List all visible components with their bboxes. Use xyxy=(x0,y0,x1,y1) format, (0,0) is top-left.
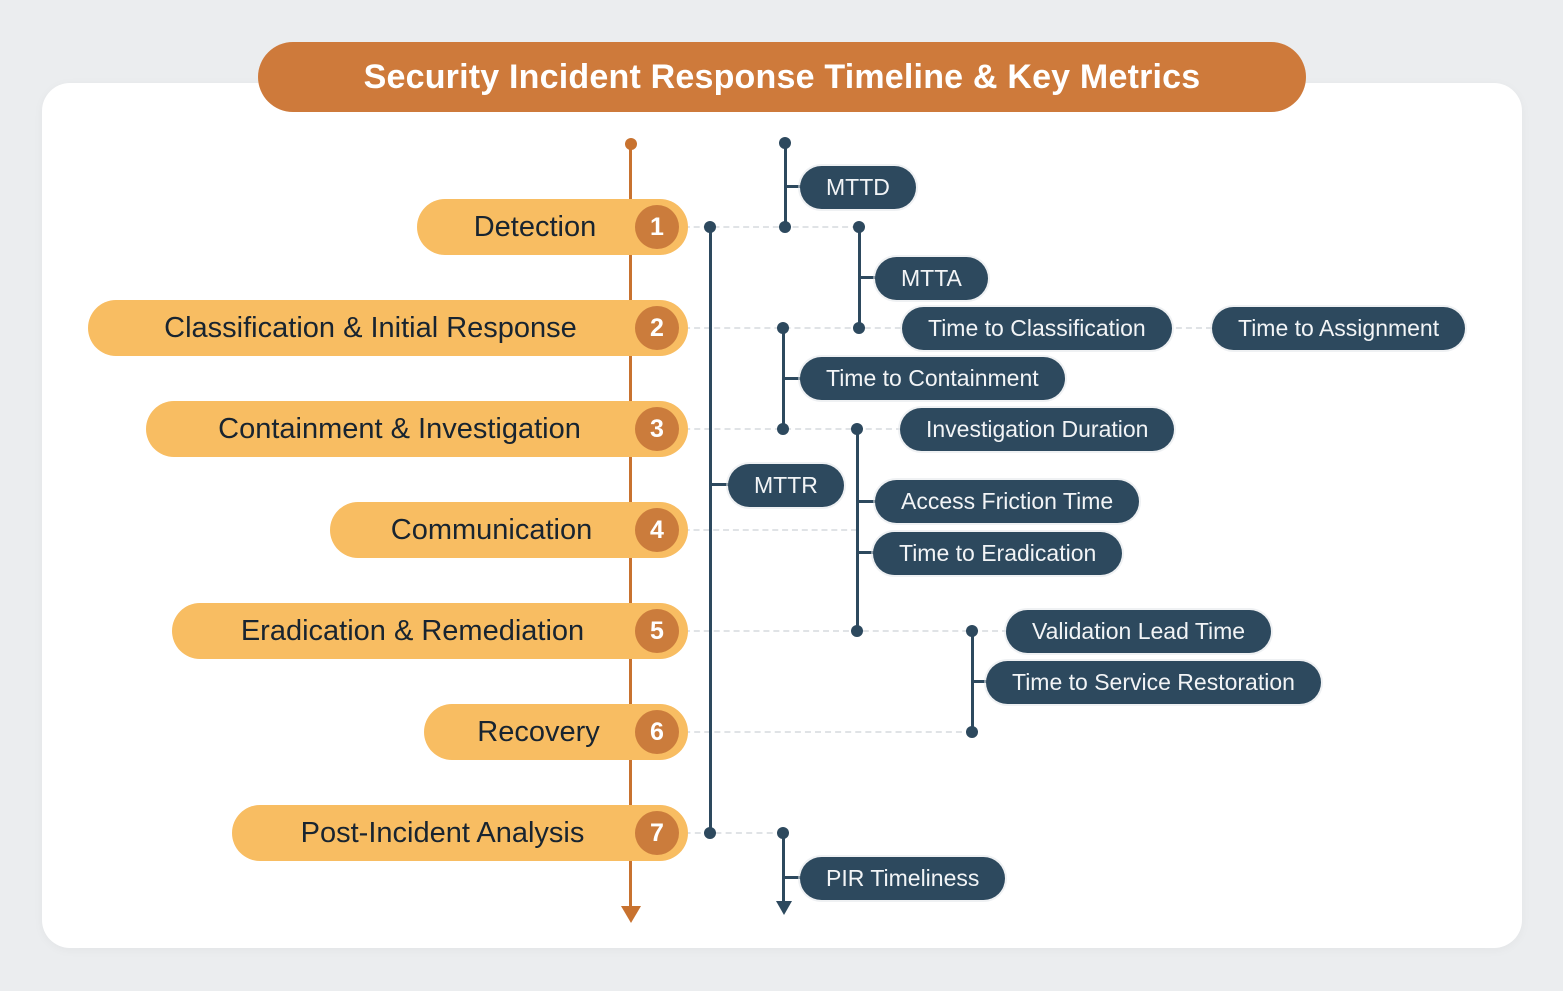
connector-dot xyxy=(777,423,789,435)
connector-dot xyxy=(966,726,978,738)
tick-time-to-eradication xyxy=(857,551,874,554)
timeline-start-dot xyxy=(625,138,637,150)
tick-access-friction xyxy=(857,500,876,503)
stage-number-badge: 5 xyxy=(635,609,679,653)
stage-number-badge: 4 xyxy=(635,508,679,552)
connector-dot xyxy=(851,423,863,435)
tick-pir xyxy=(783,876,801,879)
tick-mttr xyxy=(710,483,729,486)
metric-pill-pir-timeliness: PIR Timeliness xyxy=(800,857,1006,900)
stage-label: Post-Incident Analysis xyxy=(300,816,585,849)
metric-pill-mttd: MTTD xyxy=(800,166,916,209)
metric-pill-time-to-eradication: Time to Eradication xyxy=(873,532,1123,575)
stage-label: Eradication & Remediation xyxy=(240,614,585,647)
row-connector-4 xyxy=(664,529,857,531)
stage-label: Containment & Investigation xyxy=(218,412,581,445)
stage-number-badge: 3 xyxy=(635,407,679,451)
metric-pill-mttr: MTTR xyxy=(728,464,844,507)
connector-dot xyxy=(704,827,716,839)
tick-mtta xyxy=(859,276,876,279)
stage-number-badge: 2 xyxy=(635,306,679,350)
stage-pill-recovery: Recovery 6 xyxy=(424,704,688,760)
tick-mttd xyxy=(785,185,801,188)
stage-pill-communication: Communication 4 xyxy=(330,502,688,558)
stage-pill-detection: Detection 1 xyxy=(417,199,688,255)
metric-pill-validation-lead-time: Validation Lead Time xyxy=(1006,610,1272,653)
tick-time-to-containment xyxy=(783,377,801,380)
metric-pill-investigation-duration: Investigation Duration xyxy=(900,408,1175,451)
connector-dot xyxy=(779,221,791,233)
stage-label: Classification & Initial Response xyxy=(164,311,577,344)
stage-pill-containment: Containment & Investigation 3 xyxy=(146,401,688,457)
stage-pill-post-incident: Post-Incident Analysis 7 xyxy=(232,805,688,861)
metric-pill-time-to-assignment: Time to Assignment xyxy=(1212,307,1466,350)
tick-service-restoration xyxy=(972,680,987,683)
bracket-mttr xyxy=(709,227,712,833)
metric-pill-access-friction-time: Access Friction Time xyxy=(875,480,1140,523)
stage-number-badge: 7 xyxy=(635,811,679,855)
metric-pill-time-to-containment: Time to Containment xyxy=(800,357,1065,400)
row-connector-1 xyxy=(664,226,858,228)
pir-arrowhead-icon xyxy=(776,901,792,915)
diagram-title: Security Incident Response Timeline & Ke… xyxy=(258,42,1306,112)
metric-pill-time-to-service-restoration: Time to Service Restoration xyxy=(986,661,1321,704)
stage-number-badge: 1 xyxy=(635,205,679,249)
stage-pill-classification: Classification & Initial Response 2 xyxy=(88,300,688,356)
connector-dot xyxy=(966,625,978,637)
stage-label: Communication xyxy=(390,513,593,546)
metric-pill-mtta: MTTA xyxy=(875,257,988,300)
row-connector-6 xyxy=(664,731,972,733)
stage-pill-eradication: Eradication & Remediation 5 xyxy=(172,603,688,659)
connector-dot xyxy=(777,827,789,839)
bracket-investigation xyxy=(856,429,859,631)
connector-dot xyxy=(853,221,865,233)
stage-label: Recovery xyxy=(477,715,600,748)
row-connector-7 xyxy=(664,832,783,834)
stage-number-badge: 6 xyxy=(635,710,679,754)
row-connector-5 xyxy=(664,630,1008,632)
stage-label: Detection xyxy=(473,210,597,243)
connector-dot xyxy=(704,221,716,233)
metric-pill-time-to-classification: Time to Classification xyxy=(902,307,1172,350)
connector-dot xyxy=(853,322,865,334)
bracket-pir xyxy=(782,833,785,903)
connector-dot xyxy=(851,625,863,637)
connector-dot xyxy=(779,137,791,149)
timeline-arrowhead-icon xyxy=(621,906,641,923)
connector-dot xyxy=(777,322,789,334)
